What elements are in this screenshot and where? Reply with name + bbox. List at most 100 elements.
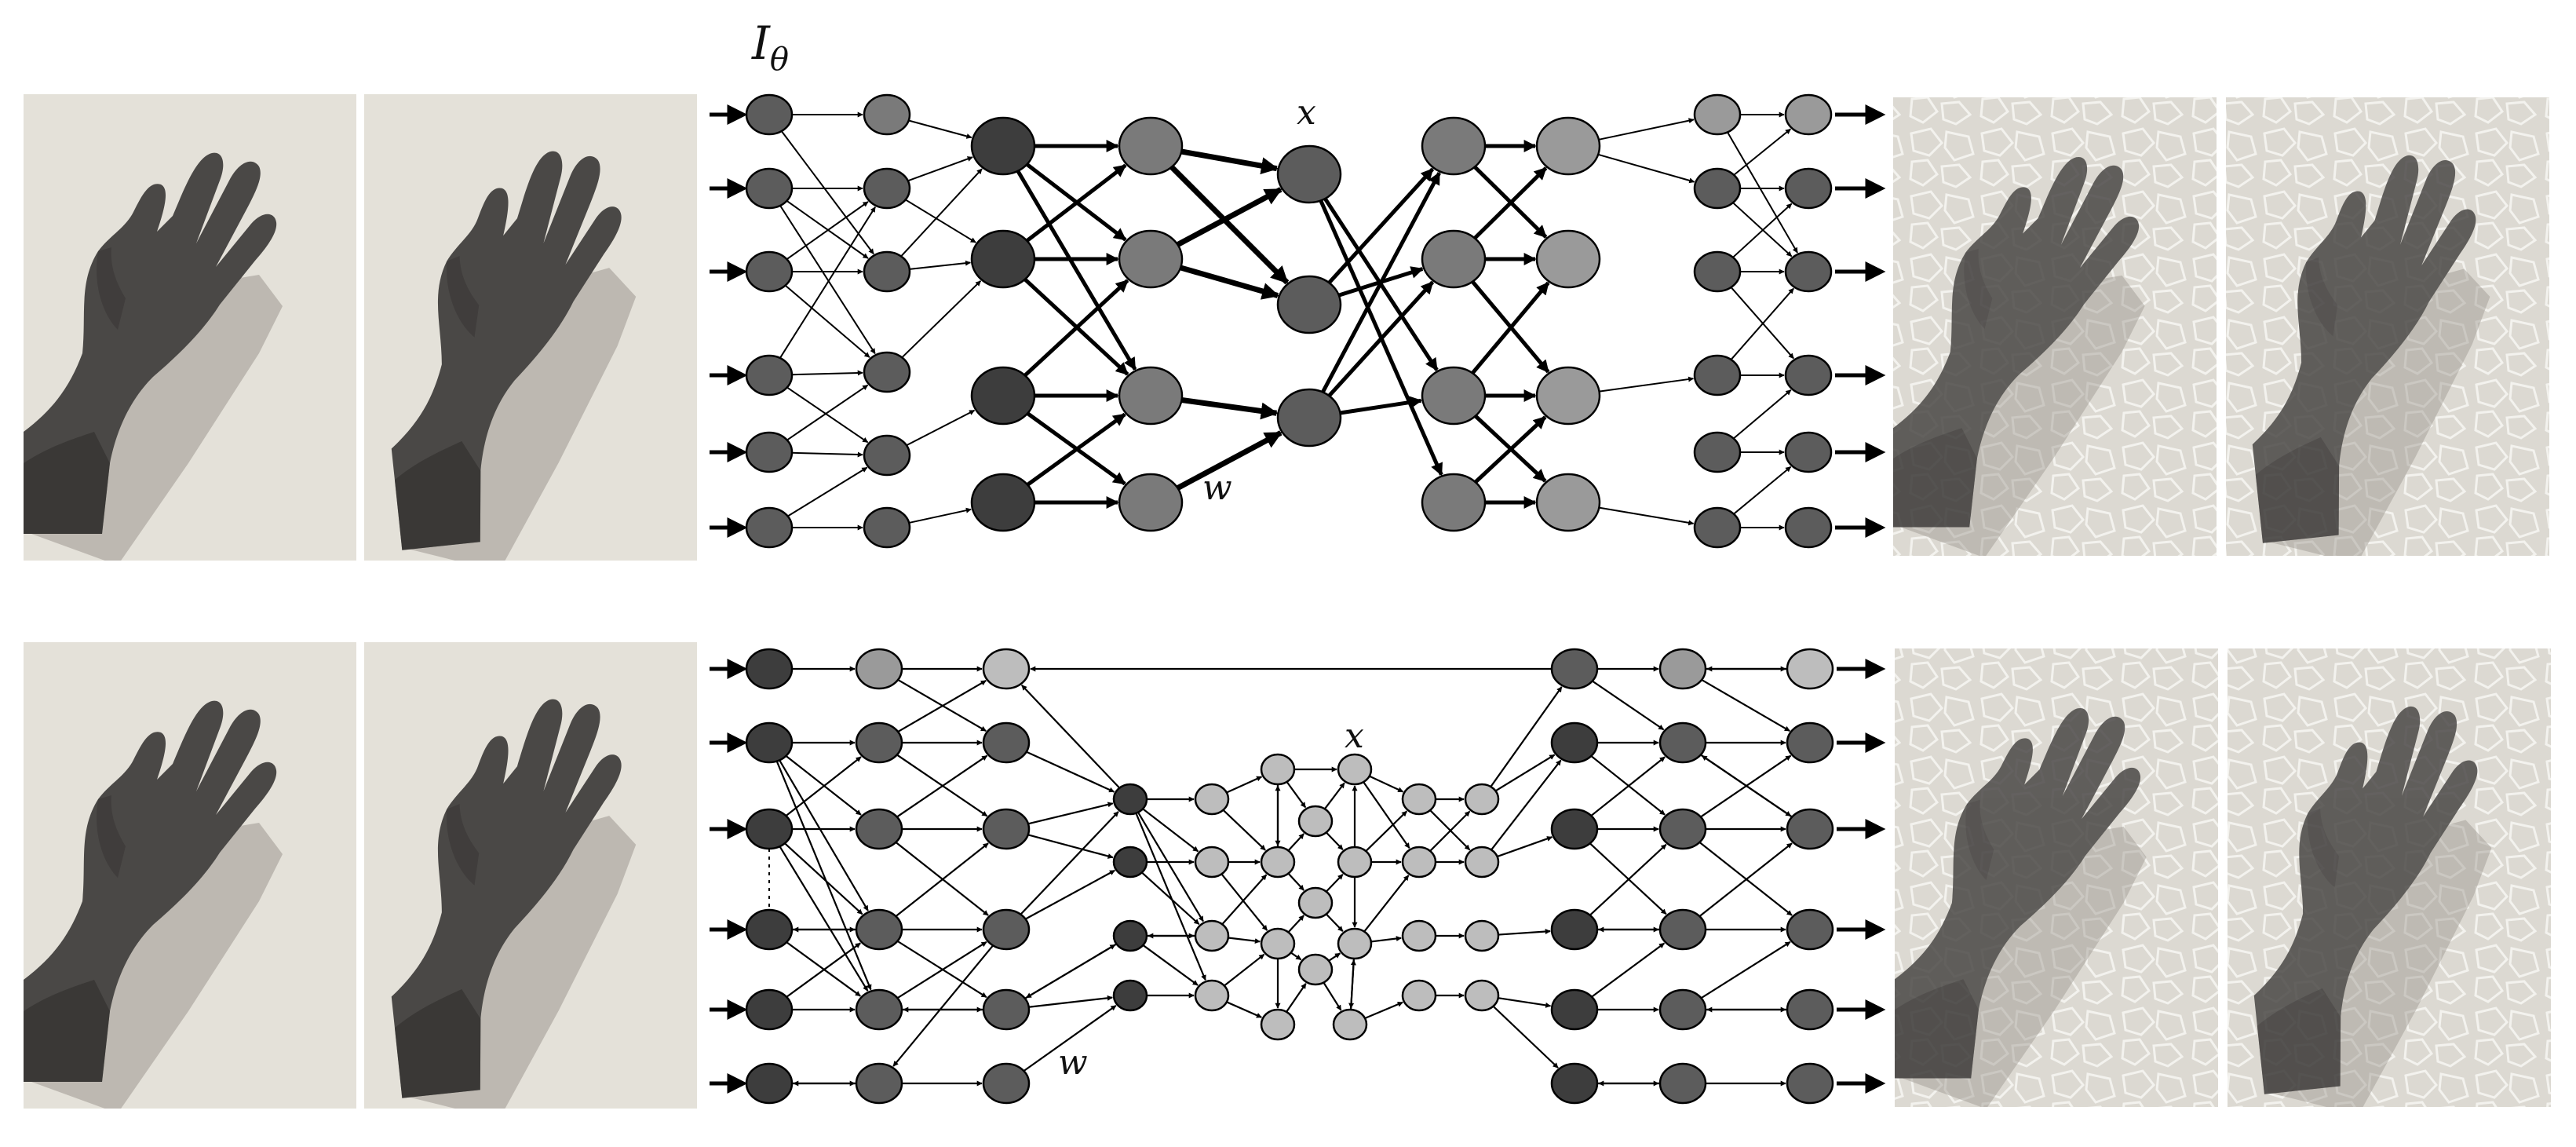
network-node (1260, 753, 1296, 786)
network-edge (909, 260, 971, 270)
network-edge (907, 156, 973, 182)
network-node (745, 250, 794, 293)
network-edge (1325, 874, 1344, 893)
network-node (1786, 808, 1834, 850)
network-edge (1135, 813, 1206, 981)
network-edge (779, 759, 869, 911)
network-edge (1429, 809, 1471, 851)
network-edge (786, 201, 869, 260)
network-edge (1730, 287, 1794, 360)
network-edge (1025, 163, 1127, 243)
network-edge (1369, 775, 1404, 793)
network-node (1784, 506, 1833, 549)
network-edge (895, 842, 989, 916)
network-edge (786, 942, 861, 998)
network-node (863, 250, 911, 293)
network-edge (1027, 834, 1114, 859)
network-edge (1490, 686, 1563, 787)
network-edge (784, 284, 870, 358)
network-edge (779, 206, 876, 359)
network-node (1786, 908, 1834, 951)
network-edge (1142, 808, 1199, 853)
network-node (1550, 1062, 1599, 1105)
network-node (1276, 144, 1342, 204)
network-node (1112, 783, 1148, 816)
network-edge (1599, 376, 1695, 393)
network-edge (1024, 869, 1115, 920)
network-node (1401, 846, 1437, 879)
network-node (970, 473, 1036, 532)
network-node (1693, 431, 1742, 473)
network-edge (1592, 680, 1665, 731)
network-edge (908, 119, 972, 139)
network-edge (1137, 812, 1204, 922)
network-node (1118, 116, 1184, 176)
network-edge (1328, 952, 1341, 962)
network-edge (1141, 871, 1200, 926)
network-node (1332, 1008, 1368, 1041)
network-edge (1180, 265, 1280, 300)
network-node (1786, 648, 1834, 690)
network-node (1118, 229, 1184, 289)
network-edge (1727, 131, 1798, 254)
network-node (1194, 979, 1230, 1012)
network-edge (1228, 937, 1261, 944)
network-edge (905, 199, 976, 243)
network-edge (1733, 466, 1792, 515)
network-node (1658, 648, 1707, 690)
network-node (1693, 93, 1742, 136)
network-node (1693, 167, 1742, 210)
network-edge (1142, 944, 1199, 986)
network-edge (1181, 397, 1279, 420)
network-node (1693, 354, 1742, 396)
network-node (745, 1062, 794, 1105)
network-edge (791, 451, 863, 458)
network-node (1401, 979, 1437, 1012)
output-photo-top-2 (2226, 97, 2549, 556)
network-node (1421, 473, 1487, 532)
input-photo-top-1 (24, 94, 356, 561)
network-node (970, 229, 1036, 289)
network-node (1693, 506, 1742, 549)
network-node (982, 1062, 1031, 1105)
network-node (1550, 808, 1599, 850)
network-edge (1016, 170, 1137, 371)
network-edge (1700, 941, 1791, 999)
network-node (1535, 116, 1601, 176)
network-node (1784, 167, 1833, 210)
network-node (1112, 846, 1148, 879)
output-photo-bottom-2 (2228, 648, 2551, 1107)
network-edge (1020, 811, 1119, 915)
input-photo-top-2 (364, 94, 697, 561)
network-edge (1474, 415, 1547, 484)
network-node (1276, 275, 1342, 334)
network-edge (1591, 942, 1666, 998)
io-arrows (710, 104, 1886, 1094)
parameter-label: Iθ (751, 16, 789, 78)
network-node (1658, 808, 1707, 850)
network-node (1786, 1062, 1834, 1105)
network-node (1401, 919, 1437, 952)
network-node (745, 908, 794, 951)
network-edge (1350, 959, 1356, 1010)
network-edge (1589, 842, 1667, 915)
network-edge (775, 761, 872, 991)
network-edge (1494, 754, 1556, 792)
network-node (1550, 908, 1599, 951)
network-node (1658, 721, 1707, 764)
network-edge (1023, 1004, 1117, 1072)
network-node (1401, 783, 1437, 816)
network-edge (1027, 802, 1114, 825)
network-node (745, 648, 794, 690)
network-edge (1733, 389, 1792, 440)
network-edge (1026, 412, 1126, 487)
network-edge (1325, 831, 1344, 850)
network-node (855, 908, 903, 951)
network-node (1337, 846, 1373, 879)
network-node (745, 506, 794, 549)
network-node (1784, 431, 1833, 473)
network-edge (1026, 751, 1115, 793)
network-edge (1286, 983, 1307, 1013)
network-node (1658, 908, 1707, 951)
network-edge (1733, 128, 1791, 176)
